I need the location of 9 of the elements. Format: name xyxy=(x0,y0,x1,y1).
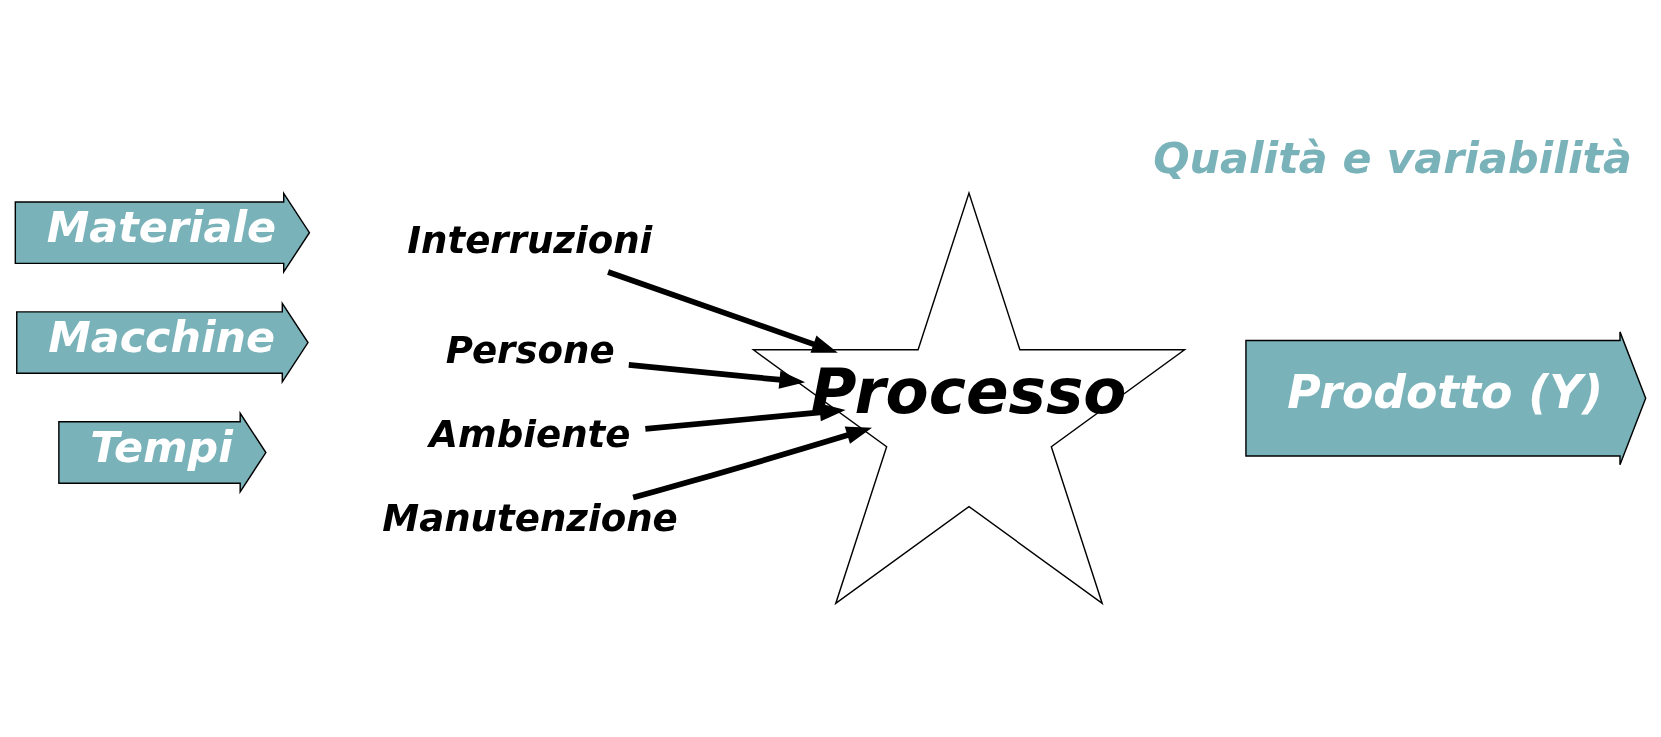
node-text: Interruzioni xyxy=(407,218,653,262)
node-text: Persone xyxy=(445,328,615,372)
node-text: Ambiente xyxy=(429,412,631,456)
node-text: Manutenzione xyxy=(382,496,678,540)
arrow xyxy=(607,268,838,353)
diagram-title: Qualità e variabilità xyxy=(1153,132,1632,183)
arrow xyxy=(632,426,872,500)
arrow xyxy=(645,402,846,432)
arrow xyxy=(628,361,806,389)
